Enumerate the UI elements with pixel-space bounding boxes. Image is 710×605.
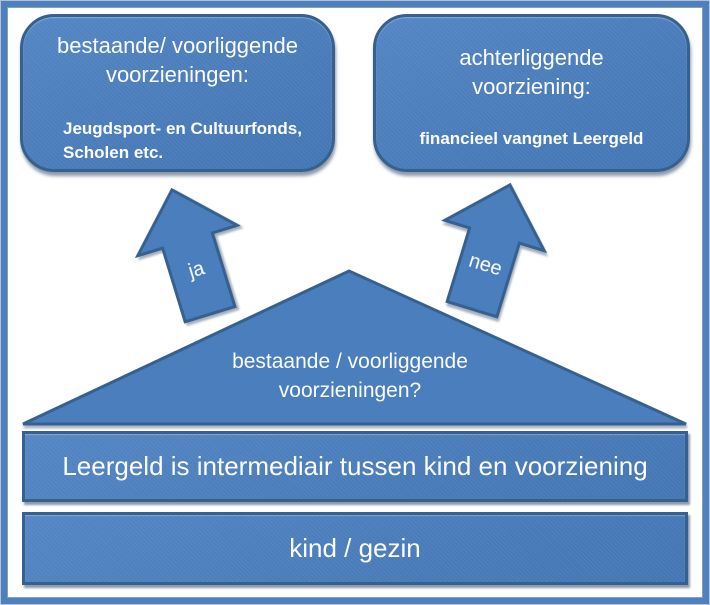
triangle-label: bestaande / voorliggende voorzieningen? [25, 347, 675, 405]
box-detail-line1: Jeugdsport- en Cultuurfonds, [63, 119, 302, 138]
box-title-line1: bestaande/ voorliggende [57, 33, 298, 58]
box-bestaande-voorzieningen: bestaande/ voorliggende voorzieningen: J… [20, 14, 335, 172]
box-title: achterliggende voorziening: [376, 17, 687, 101]
arrow-nee: nee [419, 166, 564, 328]
box-detail-line2: Scholen etc. [63, 143, 164, 162]
box-title-line2: voorziening: [472, 74, 591, 99]
box-detail: Jeugdsport- en Cultuurfonds, Scholen etc… [23, 117, 332, 165]
box-title-line1: achterliggende [459, 45, 604, 70]
box-achterliggende-voorziening: achterliggende voorziening: financieel v… [373, 14, 690, 172]
bar-kind-gezin: kind / gezin [22, 512, 688, 585]
arrow-ja: ja [119, 171, 264, 333]
bar-leergeld-intermediair: Leergeld is intermediair tussen kind en … [22, 431, 688, 502]
box-title: bestaande/ voorliggende voorzieningen: [23, 17, 332, 89]
triangle-vraag [22, 269, 687, 426]
bar-kind-gezin-label: kind / gezin [289, 533, 421, 563]
box-detail: financieel vangnet Leergeld [419, 129, 644, 148]
box-title-line2: voorzieningen: [105, 62, 250, 87]
up-arrow-icon [134, 187, 242, 324]
triangle-label-line1: bestaande / voorliggende [232, 350, 468, 373]
bar-leergeld-intermediair-label: Leergeld is intermediair tussen kind en … [62, 451, 648, 481]
triangle-label-line2: voorzieningen? [278, 379, 422, 402]
up-arrow-icon [440, 182, 548, 319]
